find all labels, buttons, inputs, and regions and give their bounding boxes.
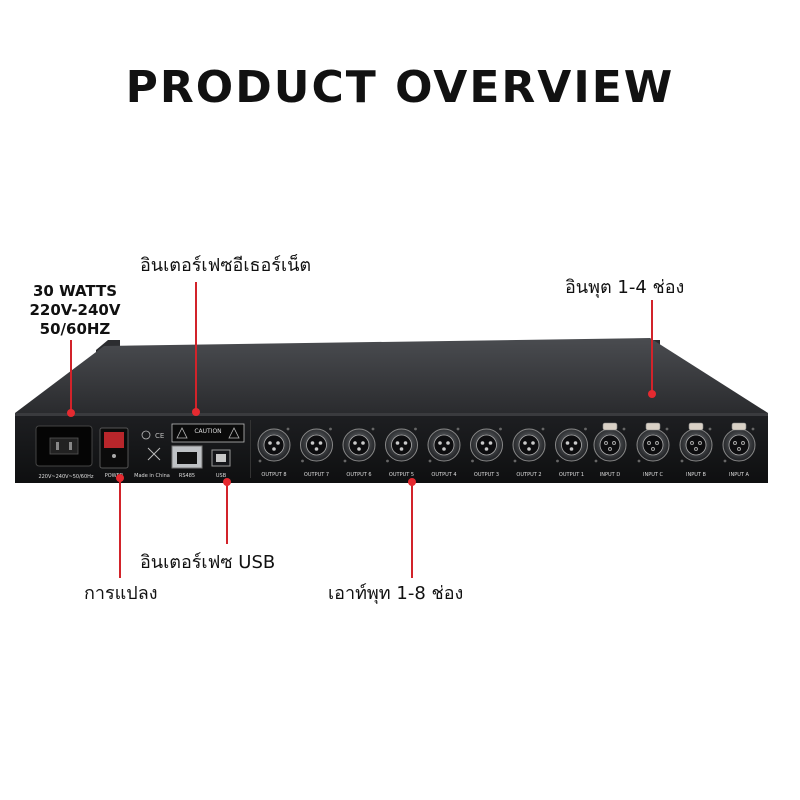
caution-label [171,423,245,443]
power-spec-voltage: 220V-240V [29,301,121,319]
xlr-output-connector [427,427,461,463]
callout-ethernet: อินเตอร์เฟซอีเธอร์เน็ต [140,255,312,276]
power-spec-wattage: 30 WATTS [32,282,118,300]
ac-rating-label: 220V~240V~50/60Hz [38,474,94,480]
power-spec: 30 WATTS 220V-240V 50/60HZ [20,282,130,339]
inputs-marker [648,390,656,398]
input-label: INPUT B [686,472,706,478]
xlr-output-connector [257,427,291,463]
xlr-input-connector [722,422,756,463]
power-spec-frequency: 50/60HZ [39,320,111,338]
ethernet-marker [192,408,200,416]
rs485-label: RS485 [178,473,196,479]
chassis-top [15,338,768,413]
usb-label: USB [215,473,227,479]
page-title: PRODUCT OVERVIEW [125,62,675,113]
input-label: INPUT A [729,472,749,478]
outputs-marker [408,478,416,486]
output-label: OUTPUT 4 [431,472,457,478]
output-label: OUTPUT 5 [388,472,415,478]
input-label: INPUT D [599,472,621,478]
output-label: OUTPUT 2 [516,472,542,478]
callout-outputs: เอาท์พุท 1-8 ช่อง [328,583,464,604]
callout-inputs: อินพุต 1-4 ช่อง [565,277,685,298]
xlr-output-connector [385,427,418,463]
xlr-input-connector [679,422,713,463]
xlr-output-connector [555,427,588,463]
xlr-output-connector [342,427,376,463]
output-label: OUTPUT 6 [346,472,372,478]
power-label: POWER [104,473,124,479]
svg-text:CE: CE [155,432,164,440]
power-switch-marker [116,474,124,482]
output-label: OUTPUT 3 [473,472,500,478]
callout-power-switch: การแปลง [84,583,158,604]
power-inlet-marker [67,409,75,417]
xlr-output-connector [300,427,333,463]
made-in-label: Made in China [134,473,170,479]
xlr-input-connector [593,422,627,463]
output-label: OUTPUT 8 [261,472,287,478]
xlr-input-connector [636,422,670,463]
input-label: INPUT C [642,472,664,478]
output-label: OUTPUT 7 [303,472,330,478]
caution-text: CAUTION [194,428,222,435]
output-label: OUTPUT 1 [558,472,585,478]
usb-marker [223,478,231,486]
callout-usb: อินเตอร์เฟซ USB [140,552,276,573]
xlr-output-connector [512,427,546,463]
xlr-output-connector [470,427,503,463]
